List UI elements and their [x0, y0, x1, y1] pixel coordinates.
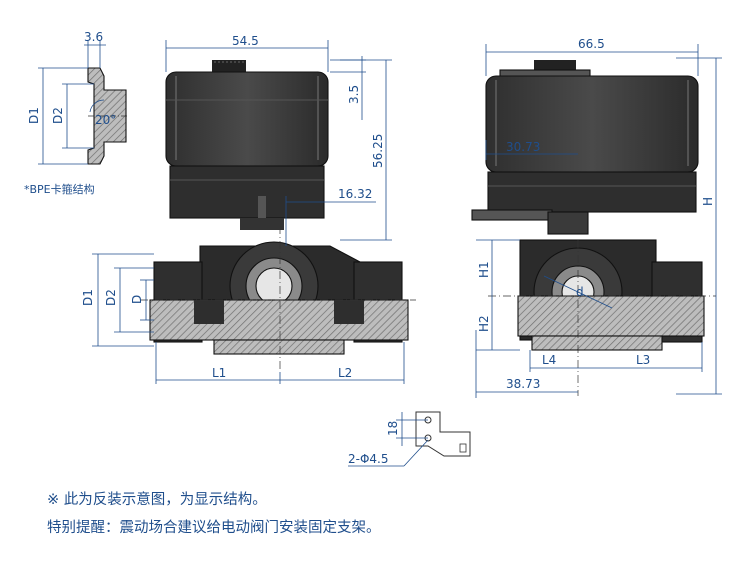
flange-d1-label: D1 — [27, 107, 41, 124]
flange-detail — [38, 40, 128, 165]
l1-label: L1 — [212, 366, 226, 380]
top-offset-label: 3.5 — [347, 85, 361, 104]
bracket-detail — [348, 411, 471, 467]
footer-note-vibration-bracket: 特别提醒：震动场合建议给电动阀门安装固定支架。 — [47, 520, 381, 536]
height-total-label: 56.25 — [371, 134, 385, 168]
bpe-clamp-note: *BPE卡箍结构 — [24, 182, 95, 196]
flange-width-label: 3.6 — [84, 30, 103, 44]
l2-label: L2 — [338, 366, 352, 380]
front-view-actuator — [165, 60, 329, 230]
bracket-holes-label: 2-Φ4.5 — [348, 452, 389, 466]
mount-offset-label: 16.32 — [338, 187, 372, 201]
side-width-label: 66.5 — [578, 37, 605, 51]
height-h-label: H — [701, 197, 715, 206]
h2-label: H2 — [477, 315, 491, 332]
flange-d2-label: D2 — [51, 107, 65, 124]
front-view-valve-body — [140, 226, 416, 372]
body-d-label: D — [130, 295, 144, 304]
base-width-label: 38.73 — [506, 377, 540, 391]
bracket-height-label: 18 — [386, 421, 400, 436]
top-width-label: 54.5 — [232, 34, 259, 48]
h1-label: H1 — [477, 261, 491, 278]
body-d1-label: D1 — [81, 289, 95, 306]
front-view-dimension-lines — [92, 40, 405, 384]
bore-d-label: d — [576, 285, 584, 299]
side-view-valve-body — [488, 239, 716, 396]
flange-angle-label: 20° — [95, 113, 116, 127]
body-d2-label: D2 — [104, 289, 118, 306]
l3-label: L3 — [636, 353, 650, 367]
footer-note-reverse-install: ※ 此为反装示意图，为显示结构。 — [47, 492, 267, 508]
side-view-actuator — [471, 60, 699, 235]
side-view-dimension-lines — [475, 44, 722, 398]
l4-label: L4 — [542, 353, 556, 367]
side-offset-label: 30.73 — [506, 140, 540, 154]
